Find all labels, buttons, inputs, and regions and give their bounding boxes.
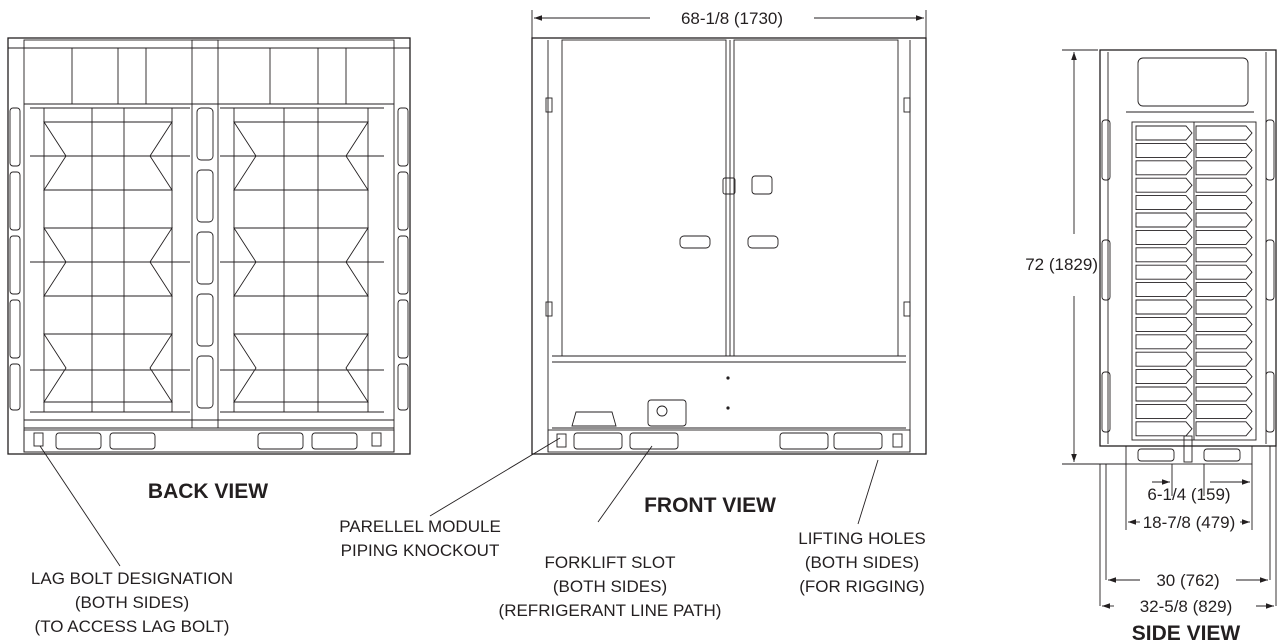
callout-lag-bolt-2: (BOTH SIDES) <box>75 593 189 612</box>
callout-parallel-1: PARELLEL MODULE <box>339 517 501 536</box>
louver-slat <box>1135 212 1193 228</box>
dim-height: 72 (1829) <box>1025 255 1098 274</box>
louver-slat <box>1195 334 1253 350</box>
louver-slat <box>1135 229 1193 245</box>
louver-slat <box>1135 369 1193 385</box>
louver-slat <box>1195 421 1253 437</box>
dim-d3: 30 (762) <box>1156 571 1219 590</box>
callout-lifting-1: LIFTING HOLES <box>798 529 926 548</box>
louver-slat <box>1195 386 1253 402</box>
louver-slat <box>1195 316 1253 332</box>
callout-lag-bolt-3: (TO ACCESS LAG BOLT) <box>35 617 230 636</box>
louver-slat <box>1195 125 1253 141</box>
louver-slat <box>1195 282 1253 298</box>
louver-slat <box>1195 142 1253 158</box>
back-view-title: BACK VIEW <box>148 480 268 503</box>
callout-lag-bolt-1: LAG BOLT DESIGNATION <box>31 569 233 588</box>
side-view-drawing <box>1062 49 1277 609</box>
louver-slat <box>1195 299 1253 315</box>
louver-slat <box>1135 264 1193 280</box>
louver-slat <box>1195 212 1253 228</box>
callout-lifting-2: (BOTH SIDES) <box>805 553 919 572</box>
louver-slat <box>1195 160 1253 176</box>
louver-slat <box>1135 421 1193 437</box>
louver-slat <box>1135 142 1193 158</box>
louver-slat <box>1135 195 1193 211</box>
dim-d1: 6-1/4 (159) <box>1147 485 1230 504</box>
louver-slat <box>1135 316 1193 332</box>
louver-slat <box>1135 386 1193 402</box>
side-view-title: SIDE VIEW <box>1132 622 1241 644</box>
louver-slat <box>1135 177 1193 193</box>
callout-lifting-3: (FOR RIGGING) <box>799 577 925 596</box>
louver-slat <box>1135 247 1193 263</box>
front-view-drawing <box>531 10 927 455</box>
louver-slat <box>1135 334 1193 350</box>
louver-slat <box>1135 403 1193 419</box>
louver-slat <box>1195 229 1253 245</box>
louver-slat <box>1195 264 1253 280</box>
louver-slat <box>1135 160 1193 176</box>
louver-slat <box>1195 247 1253 263</box>
dim-d2: 18-7/8 (479) <box>1143 513 1236 532</box>
callout-parallel-2: PIPING KNOCKOUT <box>341 541 500 560</box>
dim-d4: 32-5/8 (829) <box>1140 597 1233 616</box>
louver-slat <box>1135 282 1193 298</box>
louver-slat <box>1195 195 1253 211</box>
callout-forklift-2: (BOTH SIDES) <box>553 577 667 596</box>
dim-width-top: 68-1/8 (1730) <box>681 9 783 28</box>
louver-slat <box>1135 299 1193 315</box>
louver-slat <box>1195 369 1253 385</box>
louver-slat <box>1135 351 1193 367</box>
louver-slat <box>1135 125 1193 141</box>
back-view-drawing <box>7 37 411 455</box>
front-view-title: FRONT VIEW <box>644 494 776 517</box>
leader-lines <box>39 437 879 567</box>
louver-slat <box>1195 177 1253 193</box>
louver-slat <box>1195 351 1253 367</box>
callout-forklift-1: FORKLIFT SLOT <box>545 553 676 572</box>
louver-slat <box>1195 403 1253 419</box>
callout-forklift-3: (REFRIGERANT LINE PATH) <box>499 601 722 620</box>
